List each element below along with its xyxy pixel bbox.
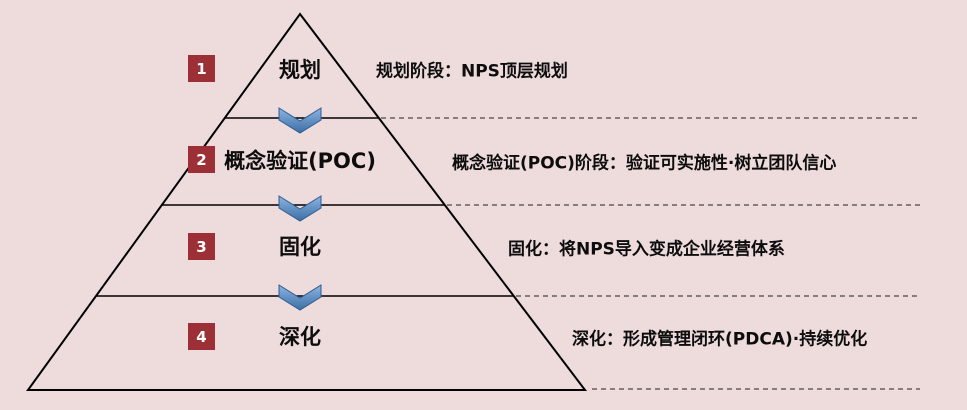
down-arrow-icon — [278, 195, 322, 222]
level-description: 固化：将NPS导入变成企业经营体系 — [508, 239, 785, 260]
level-label: 深化 — [279, 325, 321, 349]
level-label: 固化 — [279, 235, 321, 259]
level-number-badge: 3 — [188, 233, 215, 260]
down-arrow-icon — [278, 107, 322, 134]
level-number-badge: 1 — [188, 55, 215, 82]
level-number-badge: 2 — [188, 146, 215, 173]
level-number-badge: 4 — [188, 323, 215, 350]
level-label: 概念验证(POC) — [224, 149, 376, 173]
level-description: 概念验证(POC)阶段：验证可实施性·树立团队信心 — [452, 153, 837, 174]
level-description: 规划阶段：NPS顶层规划 — [376, 61, 568, 82]
level-description: 深化：形成管理闭环(PDCA)·持续优化 — [572, 329, 868, 350]
pyramid-outline — [26, 12, 588, 391]
level-label: 规划 — [279, 58, 321, 82]
down-arrow-icon — [278, 284, 322, 311]
